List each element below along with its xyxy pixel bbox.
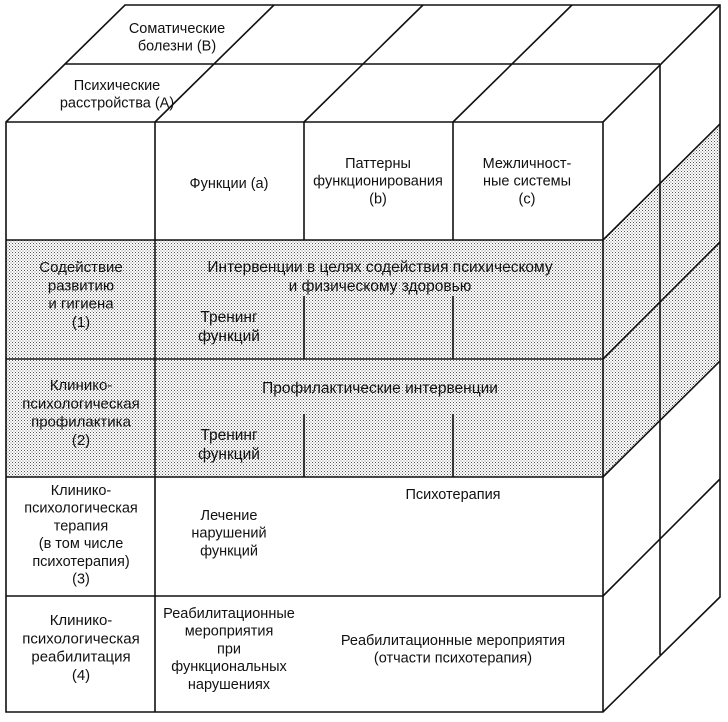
- cube-lines: [5, 4, 721, 713]
- row-header-rehabilitation: Клинико-психологическая реабилитация(4): [22, 612, 139, 684]
- text-line: Реабилитационные мероприятия: [341, 633, 565, 649]
- side-diag-3: [602, 360, 721, 478]
- text-line: (b): [369, 191, 387, 207]
- text-line: Клинико-: [51, 483, 112, 499]
- text-line: Профилактические интервенции: [262, 380, 498, 397]
- text-line: реабилитация: [31, 649, 130, 666]
- cell-promotion-training: Тренинг функций: [198, 309, 260, 345]
- text-line: Тренинг: [200, 309, 258, 326]
- text-line: психотерапия): [32, 554, 129, 570]
- text-line: ные системы: [483, 174, 571, 190]
- text-line: (2): [72, 432, 90, 449]
- top-diag-2: [303, 4, 424, 123]
- text-line: расстройства (A): [60, 96, 174, 112]
- text-line: Психотерапия: [405, 487, 500, 503]
- text-line: функций: [198, 446, 260, 463]
- text-line: функциональных: [171, 659, 287, 675]
- top-diag-4: [602, 4, 721, 123]
- text-line: Соматические: [129, 21, 225, 37]
- column-header-interpersonal: Межличност-ные системы(c): [483, 156, 572, 207]
- text-line: профилактика: [31, 414, 131, 431]
- text-line: Клинико-: [50, 612, 113, 629]
- cell-therapy-psychotherapy: Психотерапия: [405, 487, 500, 503]
- text-line: (1): [72, 314, 90, 331]
- text-line: Психические: [74, 78, 161, 94]
- text-line: психологическая: [24, 501, 138, 517]
- cell-rehab-other: Реабилитационные мероприятия (отчасти пси…: [341, 633, 565, 667]
- top-diag-1: [154, 4, 275, 123]
- text-line: болезни (B): [138, 39, 216, 55]
- text-line: развитию: [48, 277, 114, 294]
- text-line: Интервенции в целях содействия психическ…: [207, 259, 552, 276]
- side-diag-2: [602, 241, 721, 360]
- text-line: при: [217, 641, 241, 657]
- text-line: функций: [200, 543, 258, 559]
- text-line: и гигиена: [48, 296, 114, 313]
- column-header-patterns: Паттерны функционирования(b): [313, 156, 443, 207]
- text-line: (3): [72, 572, 90, 588]
- label-somatic-diseases: Соматические болезни (B): [129, 21, 225, 55]
- row-header-prevention: Клинико-психологическая профилактика(2): [22, 377, 139, 449]
- cell-prevention-training: Тренинг функций: [198, 427, 260, 463]
- text-line: нарушений: [191, 526, 266, 542]
- text-line: (c): [519, 191, 536, 207]
- text-line: функций: [198, 328, 260, 345]
- text-line: (в том числе: [39, 536, 124, 552]
- text-line: Тренинг: [200, 427, 258, 444]
- column-header-functions: Функции (а): [190, 176, 269, 192]
- text-line: функционирования: [313, 174, 443, 190]
- text-line: психологическая: [22, 630, 139, 647]
- text-line: и физическому здоровью: [289, 278, 472, 295]
- text-line: Лечение: [201, 508, 258, 524]
- text-line: (4): [72, 667, 90, 684]
- cell-promotion-title: Интервенции в целях содействия психическ…: [207, 259, 552, 295]
- text-line: Межличност-: [483, 156, 572, 172]
- top-diag-3: [452, 4, 573, 123]
- text-line: Реабилитационные: [163, 606, 295, 622]
- text-line: Паттерны: [345, 156, 411, 172]
- cell-prevention-title: Профилактические интервенции: [262, 380, 498, 397]
- side-diag-4: [602, 478, 721, 597]
- cube-outline: [5, 4, 721, 713]
- side-diag-1: [602, 123, 721, 241]
- text-line: (отчасти психотерапия): [374, 651, 532, 667]
- text-line: Клинико-: [50, 377, 113, 394]
- text-line: Функции (а): [190, 176, 269, 192]
- label-mental-disorders: Психические расстройства (A): [60, 78, 174, 112]
- text-line: нарушениях: [188, 677, 271, 693]
- text-line: мероприятия: [185, 624, 274, 640]
- text-line: психологическая: [22, 395, 139, 412]
- text-line: терапия: [54, 518, 108, 534]
- text-line: Содействие: [39, 259, 122, 276]
